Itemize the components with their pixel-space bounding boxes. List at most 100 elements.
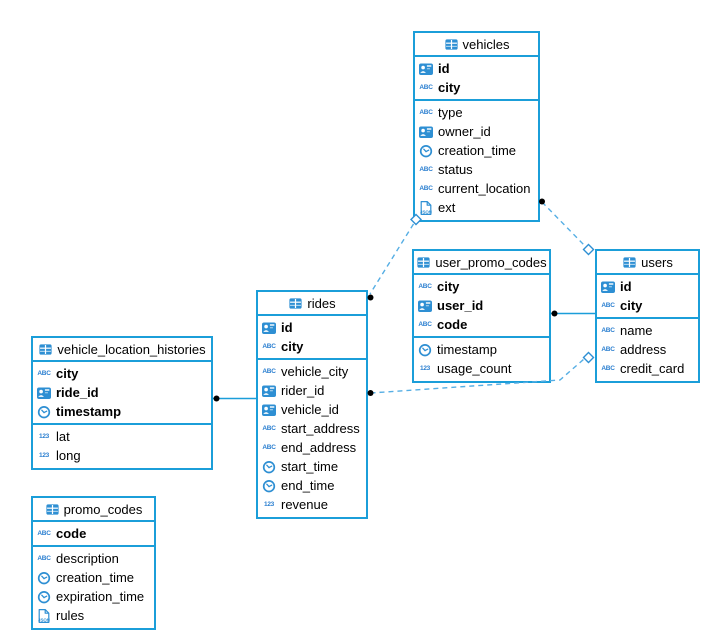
table-title: promo_codes xyxy=(63,501,143,517)
col-promo-codes-creation-time[interactable]: creation_time xyxy=(33,568,154,587)
col-vehicles-creation-time[interactable]: creation_time xyxy=(415,141,538,160)
col-vlh-ride-id[interactable]: ride_id xyxy=(33,383,211,402)
text-icon: ABC xyxy=(37,530,51,537)
table-title: rides xyxy=(307,295,336,311)
table-header-rides[interactable]: rides xyxy=(258,292,366,316)
col-vlh-long[interactable]: 123 long xyxy=(33,446,211,465)
col-vehicles-current-location[interactable]: ABC current_location xyxy=(415,179,538,198)
column-name: city xyxy=(281,339,304,354)
table-header-vehicle-location-histories[interactable]: vehicle_location_histories xyxy=(33,338,211,362)
rel-user-promo-codes-users-dot xyxy=(551,310,558,317)
col-users-credit-card[interactable]: ABC credit_card xyxy=(597,359,698,378)
id-icon xyxy=(36,385,52,401)
column-name: usage_count xyxy=(437,361,512,376)
col-users-name[interactable]: ABC name xyxy=(597,321,698,340)
col-vehicles-city[interactable]: ABC city xyxy=(415,78,538,97)
col-promo-codes-expiration-time[interactable]: expiration_time xyxy=(33,587,154,606)
table-user-promo-codes[interactable]: user_promo_codes ABC city user_id ABC co… xyxy=(412,249,551,383)
number-icon: 123 xyxy=(39,452,49,459)
text-icon: ABC xyxy=(419,109,433,116)
col-promo-codes-description[interactable]: ABC description xyxy=(33,549,154,568)
rel-rides-vehicles-line[interactable] xyxy=(369,223,415,295)
table-header-users[interactable]: users xyxy=(597,251,698,275)
table-vehicle-location-histories[interactable]: vehicle_location_histories ABC city ride… xyxy=(31,336,213,470)
json-icon xyxy=(418,200,434,216)
id-icon xyxy=(417,298,433,314)
id-icon xyxy=(261,402,277,418)
table-icon xyxy=(416,255,431,270)
col-promo-codes-code[interactable]: ABC code xyxy=(33,524,154,543)
rel-rides-vehicles-dot xyxy=(367,294,374,301)
column-name: city xyxy=(438,80,461,95)
column-name: end_time xyxy=(281,478,335,493)
table-header-user-promo-codes[interactable]: user_promo_codes xyxy=(414,251,549,275)
key-separator xyxy=(415,99,538,101)
col-users-id[interactable]: id xyxy=(597,277,698,296)
col-promo-codes-rules[interactable]: rules xyxy=(33,606,154,625)
table-vehicles[interactable]: vehicles id ABC city ABC type owner_id xyxy=(413,31,540,222)
col-user-promo-codes-user-id[interactable]: user_id xyxy=(414,296,549,315)
col-rides-rider-id[interactable]: rider_id xyxy=(258,381,366,400)
col-users-address[interactable]: ABC address xyxy=(597,340,698,359)
datetime-icon xyxy=(36,404,52,420)
column-name: ride_id xyxy=(56,385,99,400)
rel-vehicles-users-diamond xyxy=(582,243,595,256)
col-user-promo-codes-timestamp[interactable]: timestamp xyxy=(414,340,549,359)
col-vehicles-status[interactable]: ABC status xyxy=(415,160,538,179)
table-header-vehicles[interactable]: vehicles xyxy=(415,33,538,57)
datetime-icon xyxy=(417,342,433,358)
text-icon: ABC xyxy=(601,346,615,353)
column-list: id ABC city ABC vehicle_city rider_id ve… xyxy=(258,316,366,517)
col-vehicles-id[interactable]: id xyxy=(415,59,538,78)
col-vehicles-ext[interactable]: ext xyxy=(415,198,538,217)
col-vehicles-type[interactable]: ABC type xyxy=(415,103,538,122)
col-rides-end-address[interactable]: ABC end_address xyxy=(258,438,366,457)
col-user-promo-codes-city[interactable]: ABC city xyxy=(414,277,549,296)
text-icon: ABC xyxy=(419,185,433,192)
col-rides-id[interactable]: id xyxy=(258,318,366,337)
datetime-icon xyxy=(36,570,52,586)
table-promo-codes[interactable]: promo_codes ABC code ABC description cre… xyxy=(31,496,156,630)
column-name: vehicle_city xyxy=(281,364,349,379)
table-rides[interactable]: rides id ABC city ABC vehicle_city rider… xyxy=(256,290,368,519)
col-rides-city[interactable]: ABC city xyxy=(258,337,366,356)
col-user-promo-codes-code[interactable]: ABC code xyxy=(414,315,549,334)
column-name: start_address xyxy=(281,421,360,436)
text-icon: ABC xyxy=(601,327,615,334)
col-vehicles-owner-id[interactable]: owner_id xyxy=(415,122,538,141)
col-vlh-lat[interactable]: 123 lat xyxy=(33,427,211,446)
col-users-city[interactable]: ABC city xyxy=(597,296,698,315)
column-name: user_id xyxy=(437,298,484,313)
column-list: ABC city ride_id timestamp 123 lat 123 l… xyxy=(33,362,211,468)
key-separator xyxy=(258,358,366,360)
column-name: revenue xyxy=(281,497,328,512)
column-name: city xyxy=(56,366,79,381)
col-vlh-timestamp[interactable]: timestamp xyxy=(33,402,211,421)
col-vlh-city[interactable]: ABC city xyxy=(33,364,211,383)
column-name: creation_time xyxy=(56,570,135,585)
key-separator xyxy=(414,336,549,338)
table-icon xyxy=(45,502,60,517)
rel-vehicles-users-line[interactable] xyxy=(541,201,586,247)
col-rides-start-time[interactable]: start_time xyxy=(258,457,366,476)
col-user-promo-codes-usage-count[interactable]: 123 usage_count xyxy=(414,359,549,378)
column-name: id xyxy=(438,61,450,76)
rel-rides-users-dot xyxy=(367,390,374,396)
col-rides-start-address[interactable]: ABC start_address xyxy=(258,419,366,438)
col-rides-revenue[interactable]: 123 revenue xyxy=(258,495,366,514)
table-users[interactable]: users id ABC city ABC name ABC address A… xyxy=(595,249,700,383)
id-icon xyxy=(261,383,277,399)
column-name: expiration_time xyxy=(56,589,145,604)
col-rides-vehicle-id[interactable]: vehicle_id xyxy=(258,400,366,419)
column-list: ABC city user_id ABC code timestamp 123 … xyxy=(414,275,549,381)
column-name: timestamp xyxy=(56,404,122,419)
column-name: id xyxy=(281,320,293,335)
col-rides-end-time[interactable]: end_time xyxy=(258,476,366,495)
table-header-promo-codes[interactable]: promo_codes xyxy=(33,498,154,522)
column-name: code xyxy=(56,526,87,541)
col-rides-vehicle-city[interactable]: ABC vehicle_city xyxy=(258,362,366,381)
column-name: code xyxy=(437,317,468,332)
table-title: user_promo_codes xyxy=(435,254,547,270)
column-name: status xyxy=(438,162,473,177)
